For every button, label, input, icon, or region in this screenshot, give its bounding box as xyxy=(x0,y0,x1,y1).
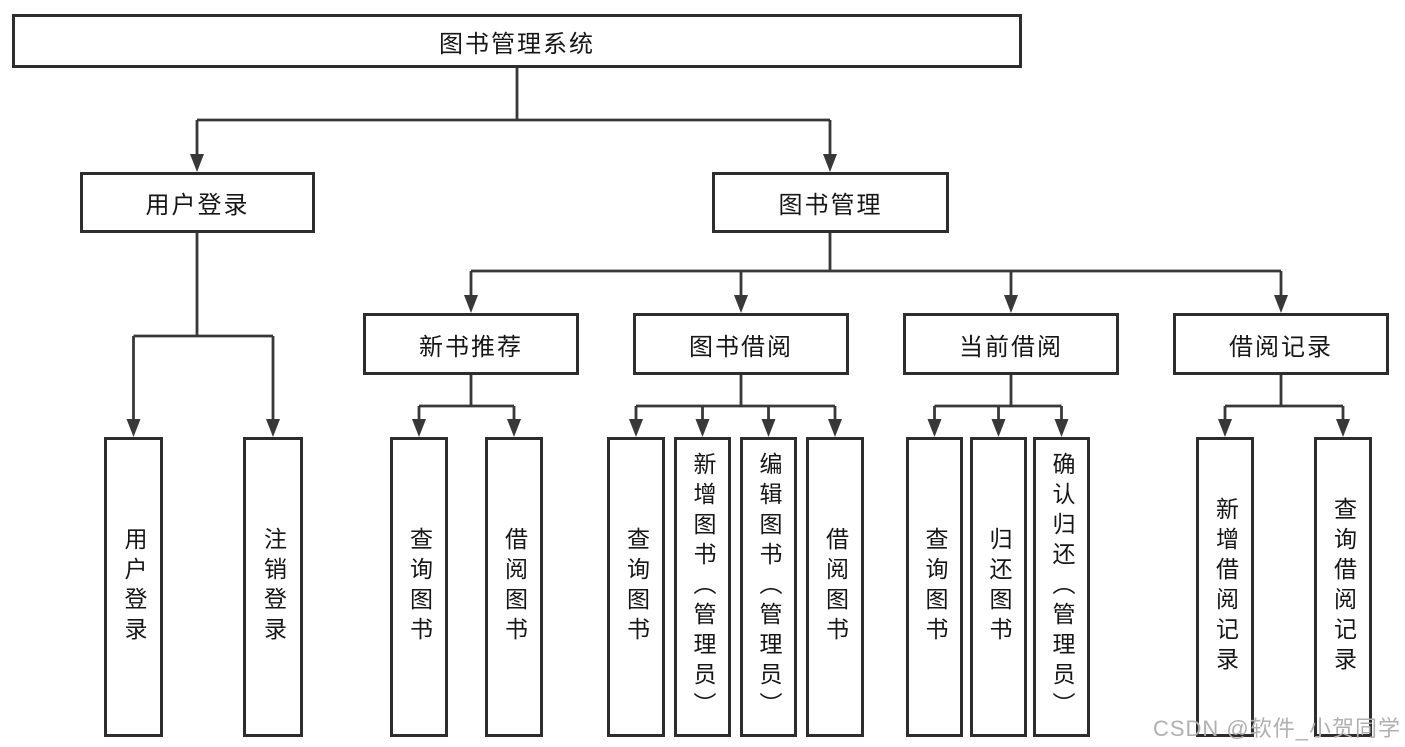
arrow-down-icon xyxy=(761,419,776,437)
node-leaf-cb-confirm-return: 确认归还（管理员） xyxy=(1033,437,1090,737)
connector-new-book-to-children xyxy=(417,375,516,423)
node-leaf-logout: 注销登录 xyxy=(243,437,303,737)
arrow-down-icon xyxy=(823,154,837,172)
node-leaf-cb-return-book: 归还图书 xyxy=(970,437,1027,737)
node-leaf-nb-query-book: 查询图书 xyxy=(390,437,448,737)
node-leaf-nb-borrow-book: 借阅图书 xyxy=(485,437,543,737)
node-leaf-cb-confirm-return-label: 确认归还（管理员） xyxy=(1049,452,1075,722)
node-leaf-user-login: 用户登录 xyxy=(104,437,163,737)
node-new-book-rec-label: 新书推荐 xyxy=(419,333,523,361)
arrow-down-icon xyxy=(190,154,204,172)
node-leaf-user-login-label: 用户登录 xyxy=(121,527,147,647)
arrow-down-icon xyxy=(1274,295,1288,313)
arrow-down-icon xyxy=(991,419,1006,437)
connector-book-borrow-to-children xyxy=(634,375,837,423)
arrow-down-icon xyxy=(828,419,842,437)
node-book-mgmt-label: 图书管理 xyxy=(778,192,883,219)
arrow-down-icon xyxy=(1336,419,1350,437)
csdn-watermark: CSDN @软件_小贺同学 xyxy=(1152,716,1401,741)
node-leaf-nb-query-book-label: 查询图书 xyxy=(406,527,433,647)
node-leaf-bb-edit-book: 编辑图书（管理员） xyxy=(740,437,797,737)
node-leaf-bb-borrow-book-label: 借阅图书 xyxy=(822,527,849,647)
node-leaf-bb-edit-book-label: 编辑图书（管理员） xyxy=(756,452,782,722)
arrow-down-icon xyxy=(507,419,521,437)
node-book-borrow-label: 图书借阅 xyxy=(689,333,793,361)
arrow-down-icon xyxy=(266,419,280,437)
node-user-login-label: 用户登录 xyxy=(145,192,250,219)
node-leaf-logout-label: 注销登录 xyxy=(260,527,287,647)
connector-book-mgmt-to-children xyxy=(469,233,1283,299)
arrow-down-icon xyxy=(126,419,141,437)
node-root-system: 图书管理系统 xyxy=(12,14,1022,68)
arrowheads-group xyxy=(126,154,1350,437)
arrow-down-icon xyxy=(1218,419,1232,437)
node-leaf-bb-add-book-label: 新增图书（管理员） xyxy=(690,452,716,722)
connector-current-borrow-to-children xyxy=(933,375,1063,423)
node-leaf-bb-query-book: 查询图书 xyxy=(607,437,665,737)
node-book-borrow: 图书借阅 xyxy=(633,313,849,375)
node-current-borrow: 当前借阅 xyxy=(903,313,1119,375)
connector-user-login-to-children xyxy=(132,233,275,423)
node-current-borrow-label: 当前借阅 xyxy=(959,333,1063,361)
node-leaf-br-add-record: 新增借阅记录 xyxy=(1196,437,1254,737)
arrow-down-icon xyxy=(1054,419,1069,437)
node-book-mgmt: 图书管理 xyxy=(712,172,949,233)
node-leaf-cb-query-book-label: 查询图书 xyxy=(922,527,948,647)
node-leaf-bb-query-book-label: 查询图书 xyxy=(623,527,650,647)
node-leaf-cb-query-book: 查询图书 xyxy=(906,437,963,737)
arrow-down-icon xyxy=(464,295,478,313)
node-user-login: 用户登录 xyxy=(80,172,315,233)
node-leaf-br-query-record-label: 查询借阅记录 xyxy=(1330,497,1357,677)
connector-root-to-level2 xyxy=(195,68,832,158)
node-root-label: 图书管理系统 xyxy=(439,30,595,58)
node-leaf-br-query-record: 查询借阅记录 xyxy=(1314,437,1372,737)
node-leaf-br-add-record-label: 新增借阅记录 xyxy=(1212,497,1239,677)
connector-borrow-records-to-children xyxy=(1223,375,1345,423)
node-leaf-bb-borrow-book: 借阅图书 xyxy=(806,437,864,737)
arrow-down-icon xyxy=(1004,295,1018,313)
node-borrow-records-label: 借阅记录 xyxy=(1229,333,1333,361)
arrow-down-icon xyxy=(927,419,942,437)
node-new-book-rec: 新书推荐 xyxy=(363,313,579,375)
arrow-down-icon xyxy=(734,295,748,313)
arrow-down-icon xyxy=(629,419,643,437)
node-leaf-nb-borrow-book-label: 借阅图书 xyxy=(501,527,528,647)
arrow-down-icon xyxy=(412,419,426,437)
node-leaf-cb-return-book-label: 归还图书 xyxy=(986,527,1012,647)
node-leaf-bb-add-book: 新增图书（管理员） xyxy=(674,437,731,737)
node-borrow-records: 借阅记录 xyxy=(1173,313,1389,375)
arrow-down-icon xyxy=(695,419,710,437)
